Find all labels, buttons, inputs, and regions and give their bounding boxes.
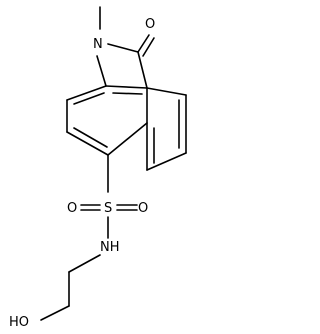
ring-nitrogen-label: N (93, 37, 103, 52)
sulfonyl-oxygen-right-label: O (138, 201, 148, 216)
bond-c6-c7-inner (73, 127, 108, 148)
bond-c6-c7 (66, 131, 109, 156)
bonds (40, 6, 187, 321)
amide-nh-label: NH (100, 240, 120, 255)
bond-c2-o-1 (137, 34, 150, 53)
bond-c2-o-2 (142, 37, 155, 57)
sulfonyl-oxygen-left-label: O (67, 201, 77, 216)
sulfonyl-sulfur-label: S (104, 201, 112, 216)
carbonyl-oxygen-label: O (145, 17, 155, 32)
atom-labels: N O S O O NH HO (9, 17, 155, 330)
bond-c8-c8a-inner (73, 92, 105, 105)
bond-c8b-c2a (105, 85, 148, 89)
bond-ch2-oh (40, 305, 70, 321)
hydroxyl-label: HO (9, 315, 29, 330)
molecule-structure: N O S O O NH HO (9, 6, 187, 330)
bond-c4-c5 (146, 152, 187, 171)
bond-n-c2 (107, 43, 139, 53)
bond-c2-c2a (137, 51, 148, 89)
bond-c5a-c6 (107, 122, 148, 156)
bond-nh-ch2 (68, 254, 101, 273)
bond-c8b-c2a-inner (112, 92, 143, 95)
bond-c8-c8a (66, 85, 107, 101)
bond-c2a-c3 (146, 87, 187, 96)
bond-n-c8b (96, 55, 107, 87)
